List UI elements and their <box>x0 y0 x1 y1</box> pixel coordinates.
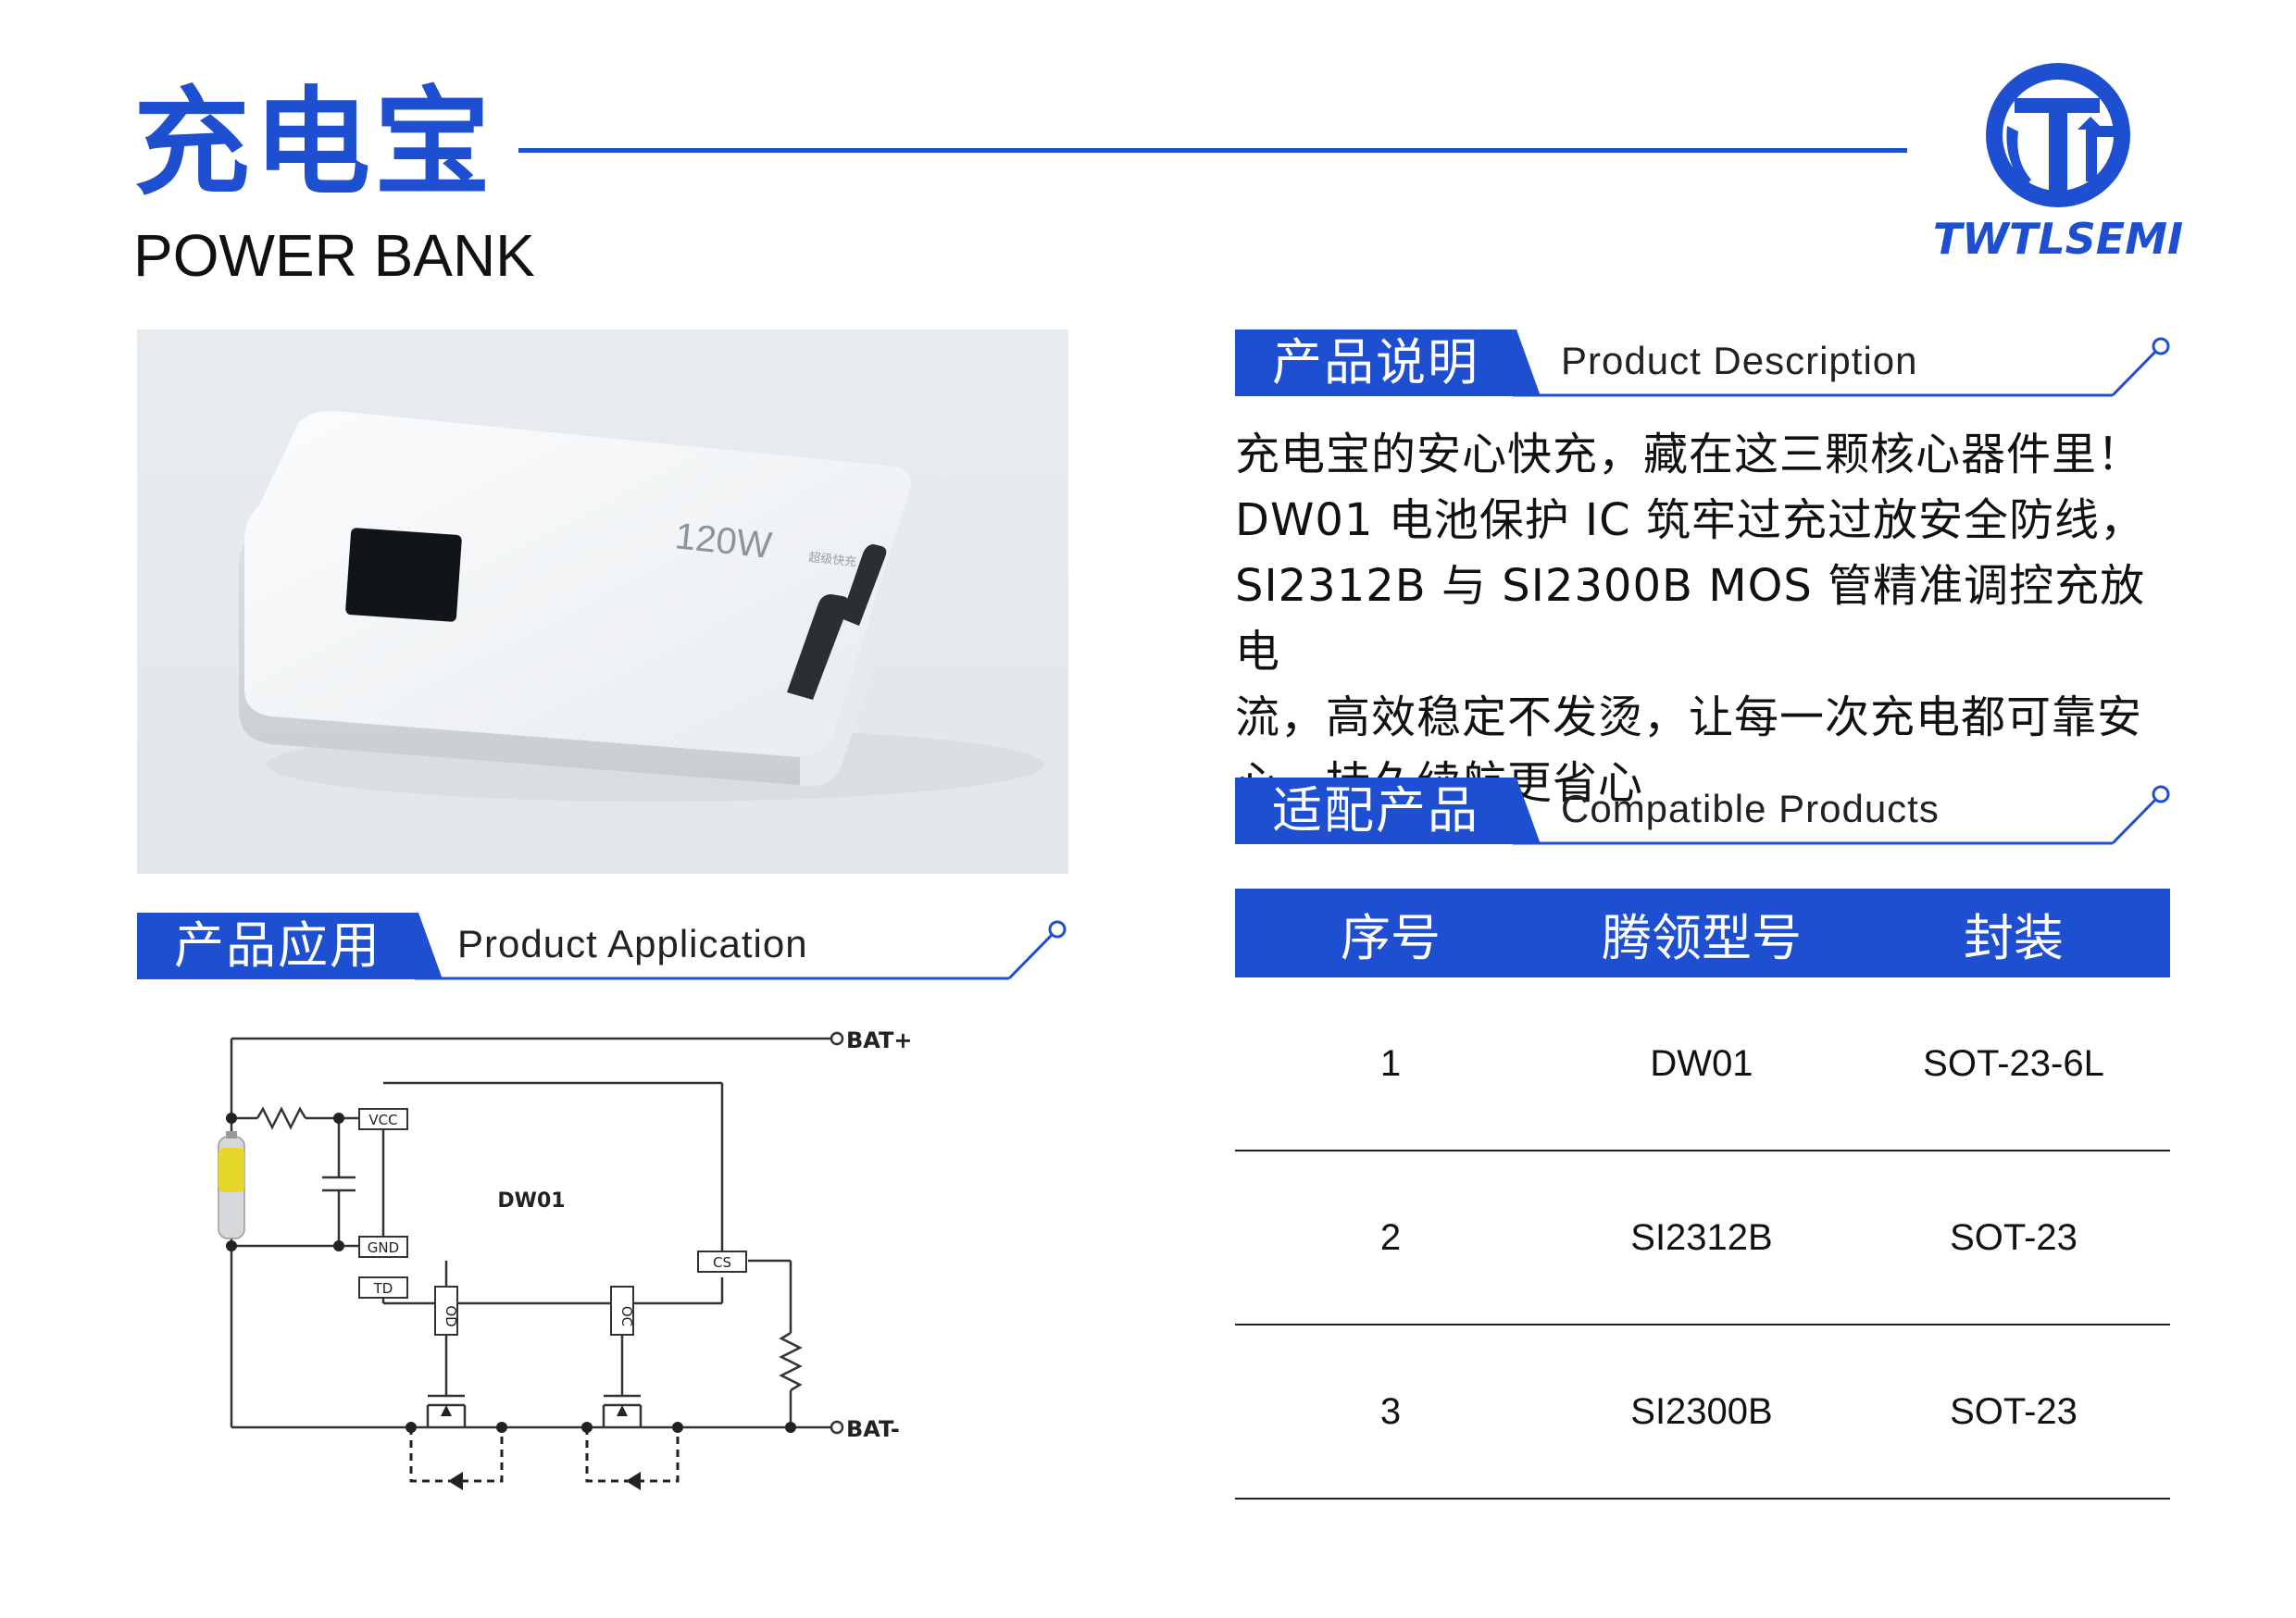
page-subtitle: POWER BANK <box>133 222 535 289</box>
section-title-en: Product Description <box>1561 339 1918 382</box>
pin-od: OD <box>443 1305 459 1326</box>
header-package: 封装 <box>1964 908 2064 967</box>
battery-icon <box>218 1131 245 1239</box>
cell-index: 1 <box>1379 1042 1402 1084</box>
pin-gnd: GND <box>368 1239 399 1256</box>
description-line: 流，高效稳定不发烫，让每一次充电都可靠安 <box>1235 691 2143 743</box>
section-product-description: 产品说明 Product Description <box>1235 330 2179 397</box>
pin-vcc: VCC <box>368 1112 397 1128</box>
description-line: SI2312B 与 SI2300B MOS 管精准调控充放电 <box>1235 560 2146 678</box>
bat-plus-label: BAT+ <box>846 1027 912 1053</box>
section-title-en: Product Application <box>457 922 808 965</box>
device-sub-label: 超级快充 <box>808 550 857 569</box>
logo-text: TWTLSEMI <box>1933 214 2183 264</box>
description-line: DW01 电池保护 IC 筑牢过充过放安全防线， <box>1235 494 2145 546</box>
cell-index: 3 <box>1379 1390 1402 1432</box>
section-product-application: 产品应用 Product Application <box>137 913 1072 980</box>
page-title: 充电宝 <box>133 75 494 211</box>
application-circuit-diagram: BAT+ BAT- DW01 VCC GND TD CS OD OC <box>137 1009 1063 1509</box>
product-photo: 120W 超级快充 <box>137 330 1068 874</box>
terminal-icon <box>830 1031 844 1046</box>
bat-minus-label: BAT- <box>846 1416 900 1442</box>
terminal-icon <box>830 1420 844 1435</box>
section-underline-decoration <box>1513 785 2170 845</box>
cell-index: 2 <box>1379 1216 1402 1258</box>
description-line: 充电宝的安心快充，藏在这三颗核心器件里！ <box>1235 429 2143 480</box>
pin-td: TD <box>373 1280 393 1297</box>
table-row: 3 SI2300B SOT-23 <box>1235 1326 2170 1500</box>
device-power-label: 120W <box>673 516 774 566</box>
section-title-cn: 适配产品 <box>1235 778 1541 844</box>
cell-package: SOT-23-6L <box>1923 1042 2104 1084</box>
section-underline-decoration <box>415 920 1067 980</box>
section-compatible-products: 适配产品 Compatible Products <box>1235 778 2179 845</box>
table-row: 2 SI2312B SOT-23 <box>1235 1151 2170 1326</box>
cell-model: DW01 <box>1650 1042 1753 1084</box>
chip-label: DW01 <box>497 1189 565 1213</box>
table-row: 1 DW01 SOT-23-6L <box>1235 977 2170 1151</box>
product-description: 充电宝的安心快充，藏在这三颗核心器件里！ DW01 电池保护 IC 筑牢过充过放… <box>1235 422 2170 816</box>
power-bank-image: 120W 超级快充 <box>239 410 1044 802</box>
logo-emblem-icon: TWTLSEMI <box>1933 63 2183 264</box>
cell-package: SOT-23 <box>1950 1216 2078 1258</box>
section-title-en: Compatible Products <box>1561 787 1940 830</box>
section-underline-decoration <box>1513 337 2170 397</box>
cell-package: SOT-23 <box>1950 1390 2078 1432</box>
brand-logo: TWTLSEMI <box>1915 61 2202 274</box>
section-title-cn: 产品应用 <box>137 913 443 979</box>
cell-model: SI2300B <box>1630 1390 1773 1432</box>
header-model: 腾领型号 <box>1602 908 1802 967</box>
pin-oc: OC <box>618 1306 635 1326</box>
pin-cs: CS <box>713 1254 731 1271</box>
table-header: 序号 腾领型号 封装 <box>1235 889 2170 977</box>
cell-model: SI2312B <box>1630 1216 1773 1258</box>
header-index: 序号 <box>1341 908 1441 967</box>
section-title-cn: 产品说明 <box>1235 330 1541 396</box>
title-divider <box>518 148 1907 153</box>
compatible-products-table: 序号 腾领型号 封装 1 DW01 SOT-23-6L 2 SI2312B SO… <box>1235 889 2170 1500</box>
